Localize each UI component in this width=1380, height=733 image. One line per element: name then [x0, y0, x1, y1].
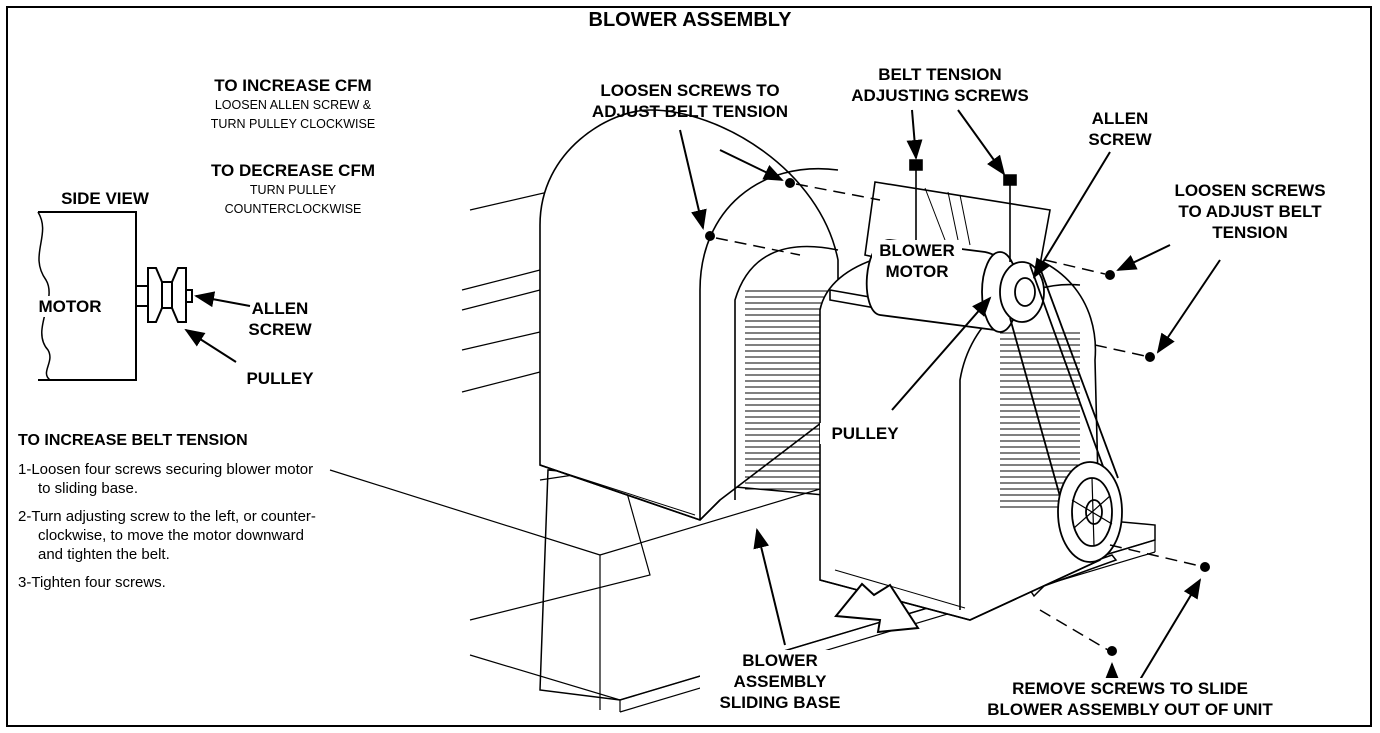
- side-view-motor-label: MOTOR: [20, 296, 120, 317]
- decrease-cfm-note: TO DECREASE CFM TURN PULLEY COUNTERCLOCK…: [183, 160, 403, 219]
- callout-remove-line1: REMOVE SCREWS TO SLIDE: [1012, 679, 1248, 698]
- belt-and-pulleys: [999, 261, 1123, 563]
- callout-loosen-right-line1: LOOSEN SCREWS: [1174, 181, 1326, 200]
- callout-allen-line1: ALLEN: [1091, 109, 1149, 128]
- belt-tension-step-1: 1-Loosen four screws securing blower mot…: [18, 461, 314, 497]
- belt-tension-step-3: 3-Tighten four screws.: [18, 574, 166, 591]
- callout-sliding-base: BLOWER ASSEMBLY SLIDING BASE: [700, 650, 860, 713]
- callout-loosen-left-line1: LOOSEN SCREWS TO: [600, 81, 780, 100]
- callout-adjusting-line2: ADJUSTING SCREWS: [851, 86, 1029, 105]
- callout-loosen-right-line2: TO ADJUST BELT: [1178, 202, 1322, 221]
- adjusting-screws: [909, 159, 1017, 262]
- arrow-pulley-side: [184, 328, 237, 363]
- slide-direction-arrow: [834, 582, 920, 634]
- side-view-allen-line2: SCREW: [248, 320, 312, 339]
- callout-arrows: [679, 109, 1221, 698]
- side-view-drawing: [37, 211, 193, 381]
- callout-remove-line2: BLOWER ASSEMBLY OUT OF UNIT: [987, 700, 1273, 719]
- callout-adjusting-screws: BELT TENSION ADJUSTING SCREWS: [840, 64, 1040, 106]
- increase-cfm-line2: TURN PULLEY CLOCKWISE: [210, 117, 376, 131]
- callout-allen-line2: SCREW: [1088, 130, 1152, 149]
- callout-blower-line1: BLOWER: [879, 241, 955, 260]
- decrease-cfm-heading: TO DECREASE CFM: [210, 161, 376, 180]
- diagram-frame: [6, 6, 1372, 727]
- callout-loosen-left-line2: ADJUST BELT TENSION: [591, 102, 789, 121]
- diagram-title: BLOWER ASSEMBLY: [588, 9, 792, 31]
- side-view-allen-line1: ALLEN: [251, 299, 309, 318]
- loose-screws: [705, 178, 1210, 656]
- callout-adjusting-line1: BELT TENSION: [878, 65, 1002, 84]
- callout-base-line3: SLIDING BASE: [719, 693, 841, 712]
- arrow-allen-screw-side: [194, 291, 251, 308]
- increase-cfm-heading: TO INCREASE CFM: [214, 76, 372, 95]
- increase-cfm-line1: LOOSEN ALLEN SCREW &: [214, 98, 372, 112]
- side-view-pulley-label: PULLEY: [246, 369, 314, 388]
- callout-pulley: PULLEY: [820, 423, 910, 444]
- belt-tension-step-2: 2-Turn adjusting screw to the left, or c…: [18, 508, 316, 563]
- decrease-cfm-line1: TURN PULLEY: [249, 183, 337, 197]
- side-view-title: SIDE VIEW: [61, 189, 149, 208]
- callout-blower-motor: BLOWER MOTOR: [872, 240, 962, 282]
- side-view-allen-screw-label: ALLEN SCREW: [240, 298, 320, 340]
- callout-allen-screw: ALLEN SCREW: [1070, 108, 1170, 150]
- callout-base-line2: ASSEMBLY: [733, 672, 827, 691]
- belt-tension-heading: TO INCREASE BELT TENSION: [18, 432, 248, 449]
- callout-blower-line2: MOTOR: [885, 262, 949, 281]
- callout-loosen-right-line3: TENSION: [1212, 223, 1288, 242]
- increase-cfm-note: TO INCREASE CFM LOOSEN ALLEN SCREW & TUR…: [183, 75, 403, 134]
- callout-base-line1: BLOWER: [742, 651, 818, 670]
- callout-loosen-screws-left: LOOSEN SCREWS TO ADJUST BELT TENSION: [590, 80, 790, 122]
- screw-dash-lines: [715, 183, 1201, 651]
- callout-remove-screws: REMOVE SCREWS TO SLIDE BLOWER ASSEMBLY O…: [960, 678, 1300, 720]
- decrease-cfm-line2: COUNTERCLOCKWISE: [224, 202, 362, 216]
- belt-tension-instructions: TO INCREASE BELT TENSION 1-Loosen four s…: [18, 432, 318, 601]
- callout-loosen-screws-right: LOOSEN SCREWS TO ADJUST BELT TENSION: [1160, 180, 1340, 243]
